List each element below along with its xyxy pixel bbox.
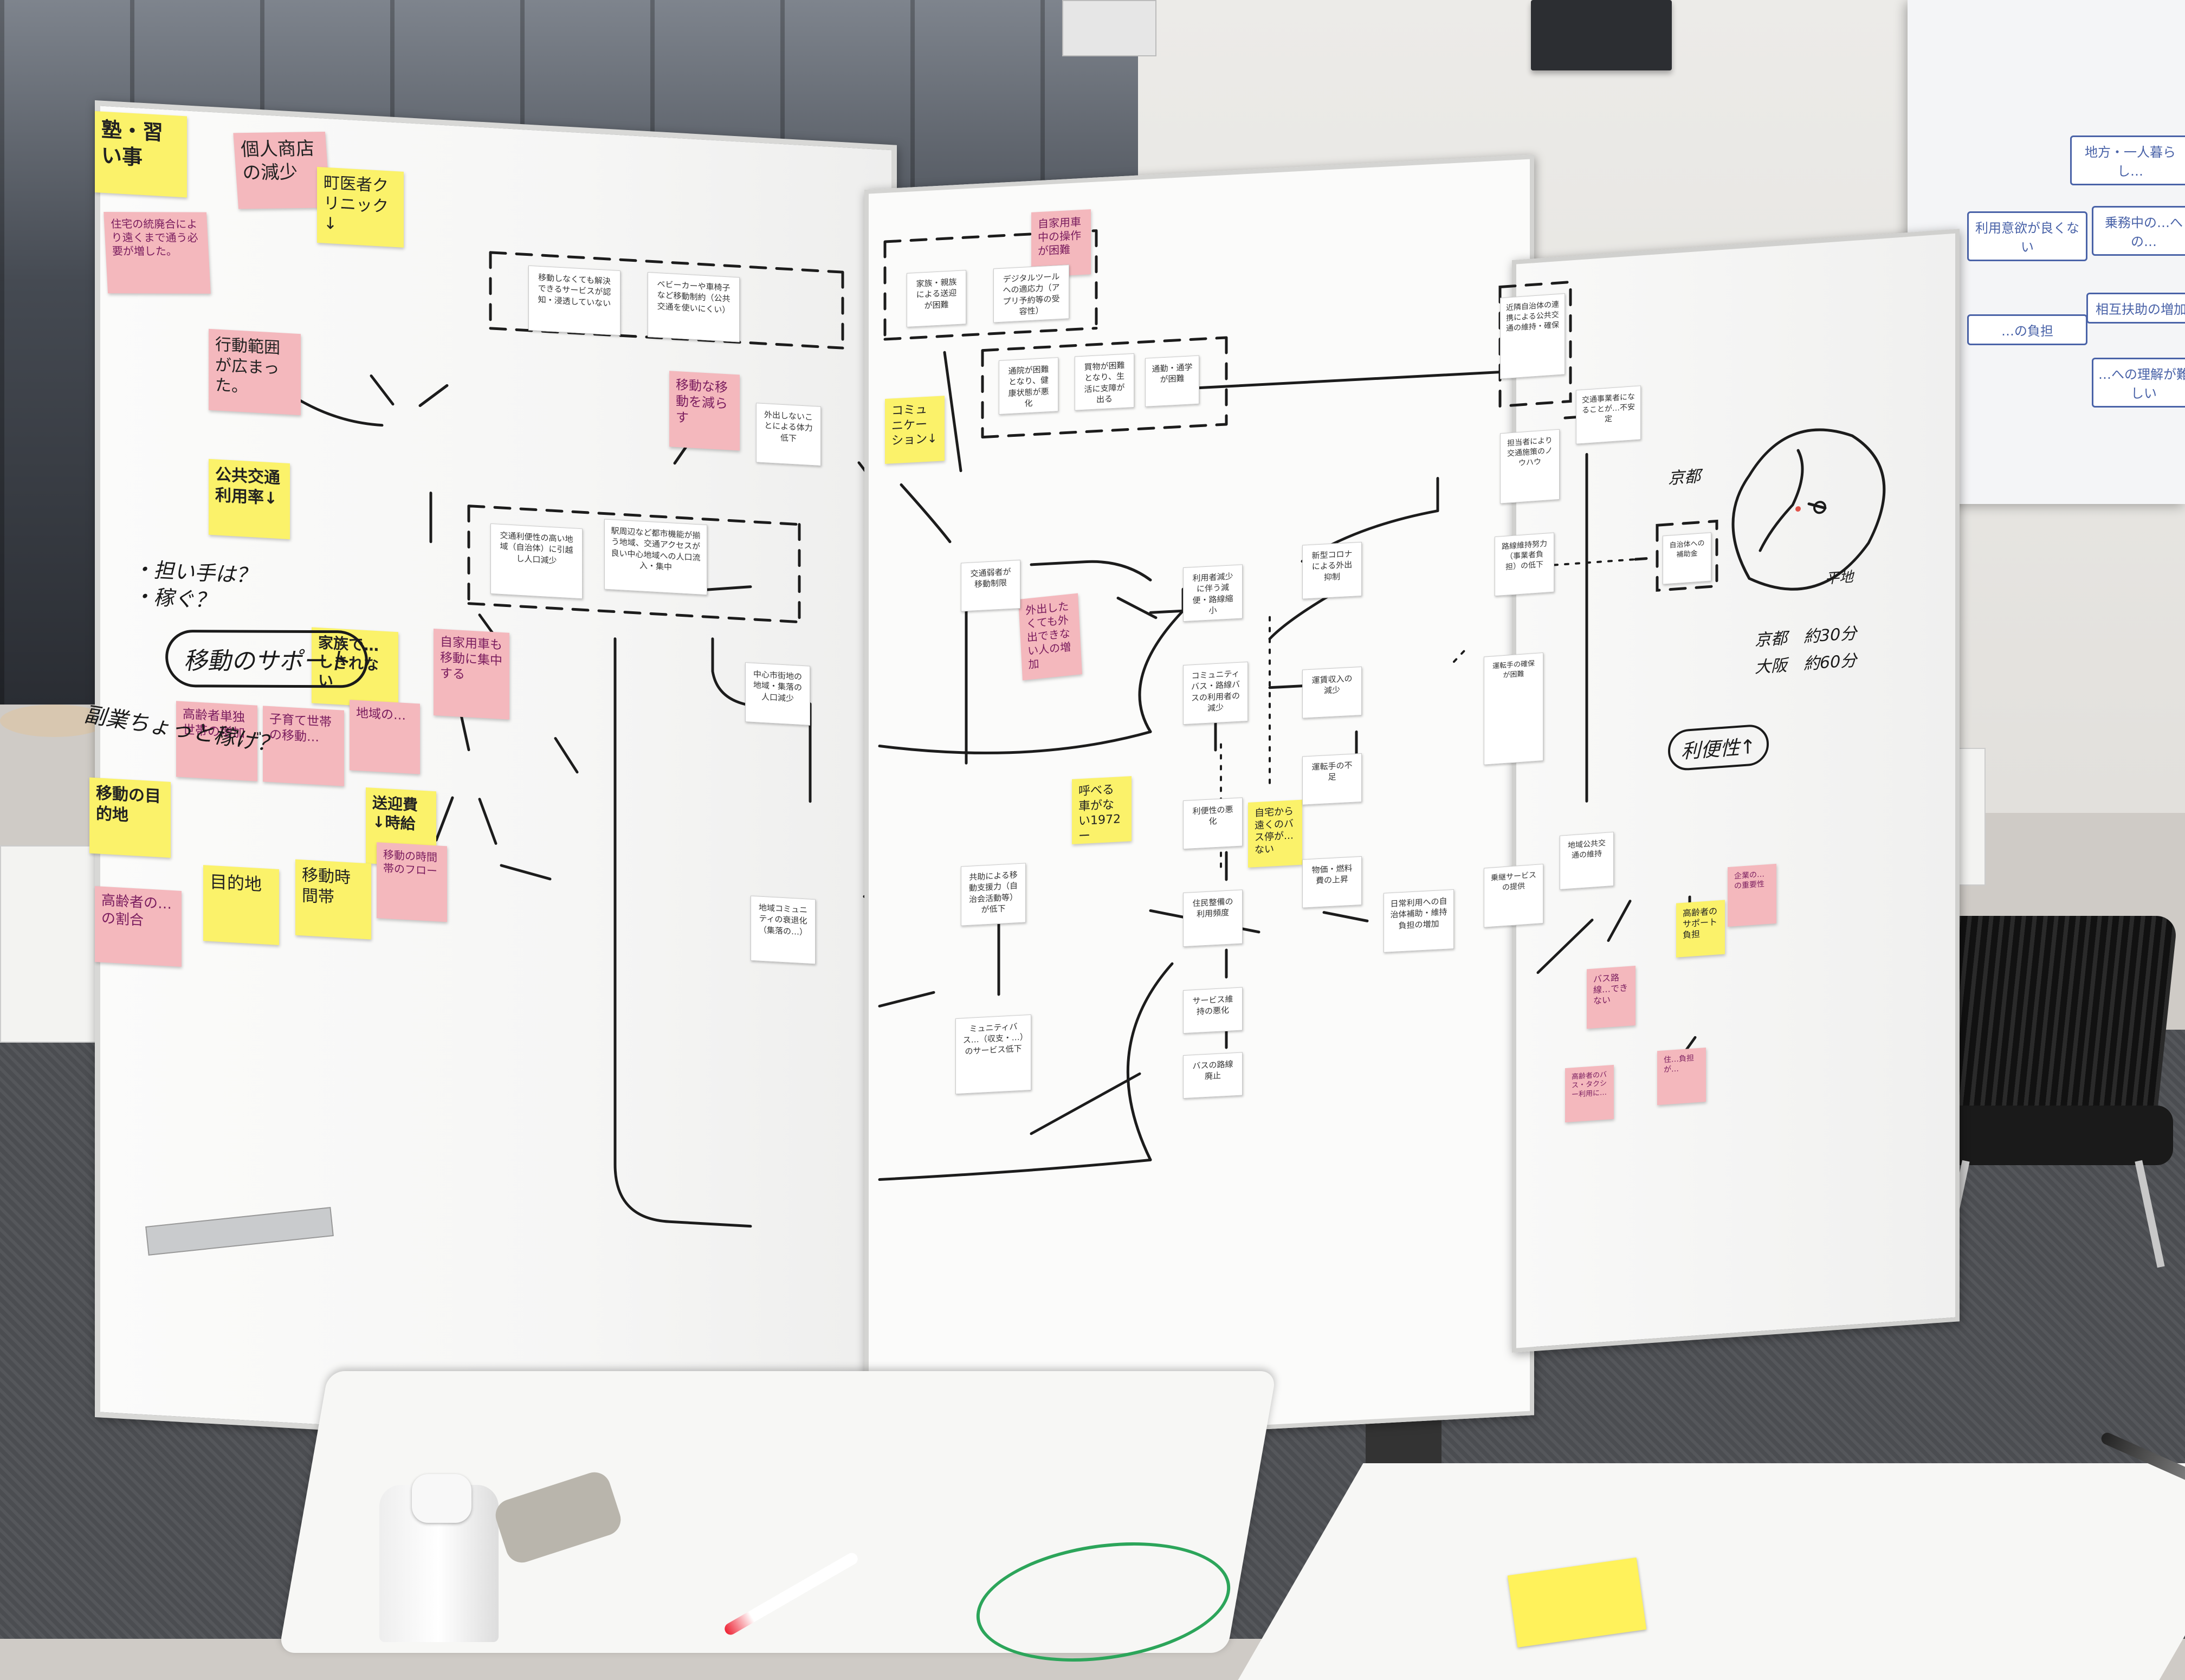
note-idou-flow: 移動の時間帯のフロー bbox=[377, 842, 447, 922]
card-no-service: 移動しなくても解決できるサービスが認知・浸透していない bbox=[528, 265, 620, 336]
card-bukka: 物価・燃料費の上昇 bbox=[1302, 856, 1362, 908]
ceiling-speaker bbox=[1531, 0, 1672, 70]
card-community: 地域コミュニティの衰退化（集落の…） bbox=[751, 895, 816, 965]
card-service: サービス維持の悪化 bbox=[1183, 987, 1243, 1034]
note-juku: 塾・習い事 bbox=[95, 111, 187, 198]
note-jutaku-futan: 住…負担が… bbox=[1657, 1047, 1706, 1106]
card-tsuin: 通院が困難となり、健康状態が悪化 bbox=[999, 357, 1058, 415]
card-toshi: 駅周辺など都市機能が揃う地域、交通アクセスが良い中心地域への人口流入・集中 bbox=[604, 519, 707, 596]
card-jigyosha: 交通事業者になることが…不安定 bbox=[1576, 385, 1641, 444]
handwriting-benri: 利便性↑ bbox=[1668, 723, 1769, 772]
note-mokutekichi: 目的地 bbox=[203, 865, 279, 946]
screen-box-6: …への理解が難しい bbox=[2092, 358, 2185, 408]
note-kigyo: 企業の…の重要性 bbox=[1728, 863, 1776, 927]
note-bus-taxi: 高齢者のバス・タクシー利用に… bbox=[1565, 1064, 1614, 1123]
bottle-cap bbox=[412, 1474, 471, 1523]
note-koureisha2: 高齢者の…の割合 bbox=[95, 886, 182, 967]
handwriting-sapoto: 移動のサポート bbox=[164, 629, 370, 688]
mid-board-arrows bbox=[878, 229, 1521, 1181]
screen-box-3: 乗務中の…への… bbox=[2092, 206, 2185, 256]
screen-box-5: 相互扶助の増加 bbox=[2086, 293, 2185, 324]
note-sapoto-futan: 高齢者のサポート負担 bbox=[1676, 900, 1725, 958]
card-untenshu-kakuho: 運転手の確保が困難 bbox=[1484, 652, 1543, 765]
note-comm: コミュニケーション↓ bbox=[885, 396, 945, 464]
desk-front-right bbox=[1238, 1463, 2185, 1680]
note-jikoku: 自家用車も移動に集中する bbox=[434, 628, 509, 720]
card-ribensei: 利便性の悪化 bbox=[1183, 797, 1243, 850]
office-chair bbox=[1908, 916, 2178, 1268]
note-kitaku: 自宅から遠くのバス停が…ない bbox=[1248, 799, 1302, 868]
left-board-arrows bbox=[277, 251, 888, 1228]
card-community-service: ミュニティバス…（収支・…）のサービス低下 bbox=[955, 1014, 1031, 1095]
card-kyojo: 共助による移動支援力（自治会活動等）が低下 bbox=[961, 863, 1026, 926]
card-hojo: 日常利用への自治体補助・維持負担の増加 bbox=[1384, 889, 1454, 953]
handwriting-heichi: 平地 bbox=[1825, 568, 1854, 587]
screen-box-2: 利用意欲が良くない bbox=[1967, 211, 2087, 261]
note-jutaku: 住宅の統廃合により遠くまで通う必要が増した。 bbox=[104, 211, 211, 294]
screen-box-4: …の負担 bbox=[1967, 314, 2087, 345]
handwriting-kyoto: 京都 bbox=[1668, 467, 1701, 488]
card-stroller: ベビーカーや車椅子など移動制約（公共交通を使いにくい） bbox=[648, 272, 740, 343]
card-hojokin: 自治体への補助金 bbox=[1663, 532, 1711, 585]
note-chiiki: 地域の… bbox=[350, 700, 420, 774]
whiteboard-left: 塾・習い事 個人商店の減少 町医者クリニック↓ 住宅の統廃合により遠くまで通う必… bbox=[83, 100, 897, 1462]
card-jakusha: 交通弱者が移動制限 bbox=[961, 559, 1020, 612]
note-kodo: 行動範囲が広まった。 bbox=[209, 328, 301, 416]
card-unchin: 運賃収入の減少 bbox=[1302, 666, 1362, 719]
card-jumin: 住民整備の利用頻度 bbox=[1183, 889, 1243, 947]
card-genbin: 利用者減少に伴う減便・路線縮小 bbox=[1183, 564, 1243, 622]
note-koukyo: 公共交通利用率↓ bbox=[209, 458, 290, 540]
card-community-bus: コミュニティバス・路線バスの利用者の減少 bbox=[1183, 661, 1248, 725]
card-family: 家族・親族による送迎が困難 bbox=[907, 270, 966, 327]
round-table bbox=[0, 705, 108, 737]
air-conditioner bbox=[1062, 0, 1156, 56]
card-untenshu: 運転手の不足 bbox=[1302, 753, 1362, 805]
note-idou-taisho: 移動な移動を減らす bbox=[669, 371, 740, 451]
card-tsukin: 通勤・通学が困難 bbox=[1145, 355, 1199, 407]
note-yoberu: 呼べる車がない1972ー bbox=[1072, 776, 1132, 844]
card-haishi: バスの路線廃止 bbox=[1183, 1052, 1243, 1099]
card-rosen: 路線維持努力（事業者負担）の低下 bbox=[1495, 532, 1554, 597]
note-idou-mokuteki: 移動の目的地 bbox=[89, 777, 171, 858]
card-digital: デジタルツールへの適応力（アプリ予約等の受容性） bbox=[993, 264, 1069, 323]
note-kojin: 個人商店の減少 bbox=[233, 131, 331, 209]
note-clinic: 町医者クリニック↓ bbox=[317, 166, 404, 248]
card-kinrin: 近隣自治体の連携による公共交通の維持・確保 bbox=[1500, 293, 1565, 379]
whiteboard-right: 近隣自治体の連携による公共交通の維持・確保 交通事業者になることが…不安定 担当… bbox=[1484, 229, 1960, 1353]
card-chushin: 中心市街地の地域・集落の人口減少 bbox=[745, 662, 810, 726]
screen-box-1: 地方・一人暮らし… bbox=[2070, 135, 2185, 185]
card-noritsugi: 乗継サービスの提供 bbox=[1484, 863, 1543, 928]
note-idou-jikan: 移動時間帯 bbox=[295, 859, 371, 940]
side-table-left bbox=[0, 845, 111, 1043]
card-tairyoku: 外出しないことによる体力低下 bbox=[756, 403, 821, 466]
card-hikkoshi: 交通利便性の高い地域（自治体）に引越し人口減少 bbox=[490, 523, 583, 599]
card-iji: 地域公共交通の維持 bbox=[1560, 831, 1614, 890]
card-tantosha: 担当者により交通施策のノウハウ bbox=[1500, 429, 1560, 504]
handwriting-kasegu: ・稼ぐ？ bbox=[133, 584, 216, 613]
card-kaimono: 買物が困難となり、生活に支障が出る bbox=[1075, 353, 1134, 411]
note-gaishutsu: 外出したくても外出できない人の増加 bbox=[1018, 593, 1082, 681]
whiteboard-middle: 自家用車中の操作が困難 コミュニケーション↓ 外出したくても外出できない人の増加… bbox=[864, 154, 1534, 1450]
note-bus-rosen: バス路線…できない bbox=[1587, 966, 1635, 1029]
card-corona: 新型コロナによる外出抑制 bbox=[1302, 541, 1362, 599]
